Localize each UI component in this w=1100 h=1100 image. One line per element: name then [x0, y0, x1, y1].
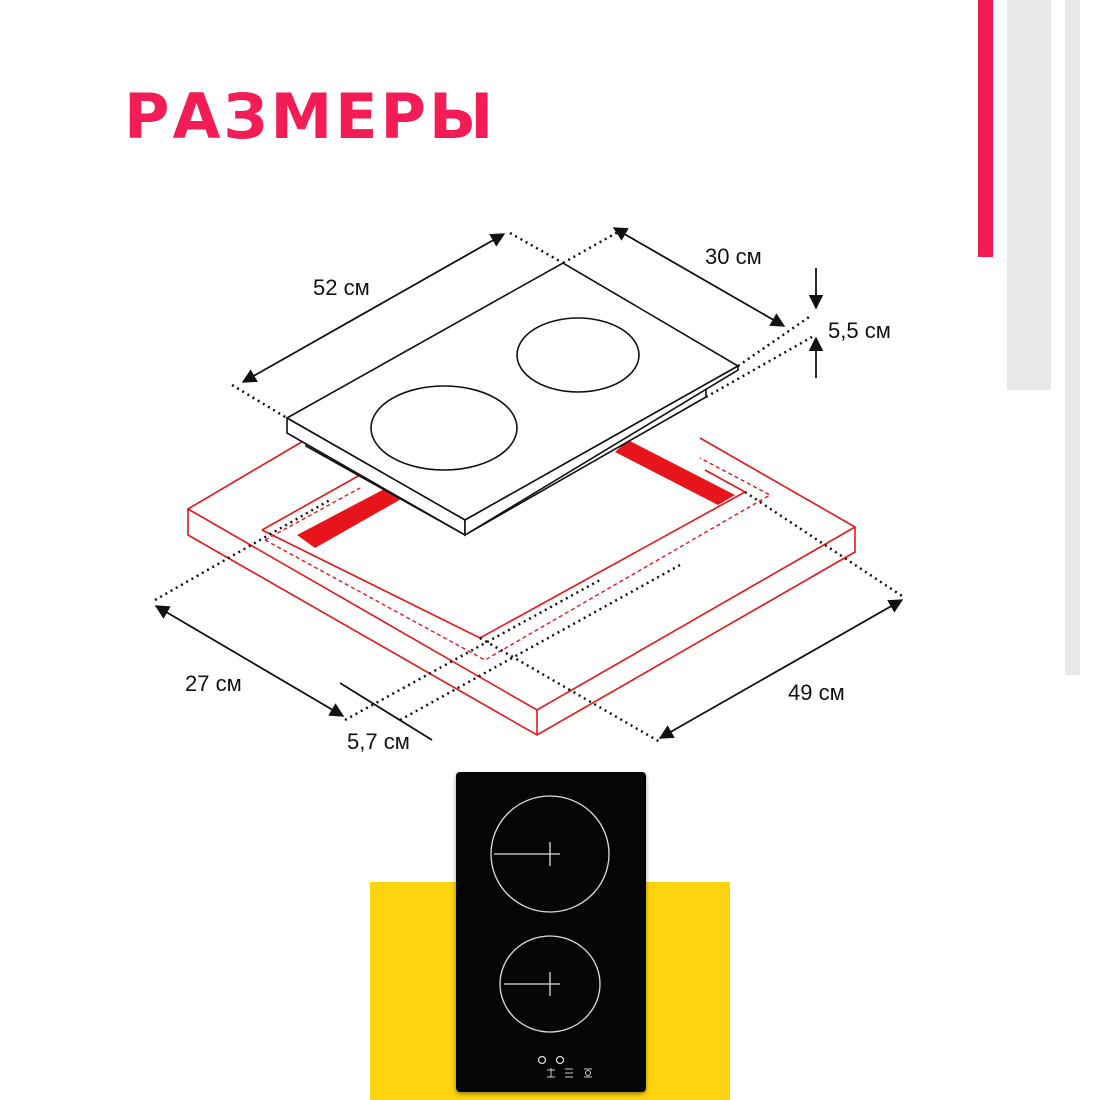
support-bar-left	[297, 486, 403, 548]
guide-lines	[154, 226, 906, 744]
burner-bottom	[499, 935, 601, 1033]
label-cutout-width: 49 см	[788, 680, 845, 705]
indicator-icon	[555, 1055, 565, 1065]
label-cutout-offset: 5,7 см	[347, 729, 410, 754]
label-cutout-depth: 27 см	[185, 671, 242, 696]
cooktop-drawing	[285, 262, 740, 537]
countertop	[186, 437, 857, 736]
decorative-thin-bar	[1065, 0, 1080, 675]
page-title: РАЗМЕРЫ	[124, 80, 497, 153]
cooktop-photo	[456, 772, 646, 1092]
dimension-arrows	[154, 227, 904, 741]
burner-top	[490, 795, 610, 913]
label-depth-top: 30 см	[705, 244, 762, 269]
decorative-accent-bar	[978, 0, 993, 257]
cutout-dashed-lines	[264, 457, 772, 661]
support-bar-right	[615, 440, 735, 505]
label-height: 5,5 см	[828, 318, 891, 343]
cooktop-surface	[490, 795, 610, 1078]
dimension-diagram: 52 см 30 см 5,5 см 27 см 5,7 см 49 см	[154, 226, 906, 754]
decorative-gray-bar	[1007, 0, 1051, 390]
label-width-top: 52 см	[313, 275, 370, 300]
indicator-icon	[537, 1055, 547, 1065]
